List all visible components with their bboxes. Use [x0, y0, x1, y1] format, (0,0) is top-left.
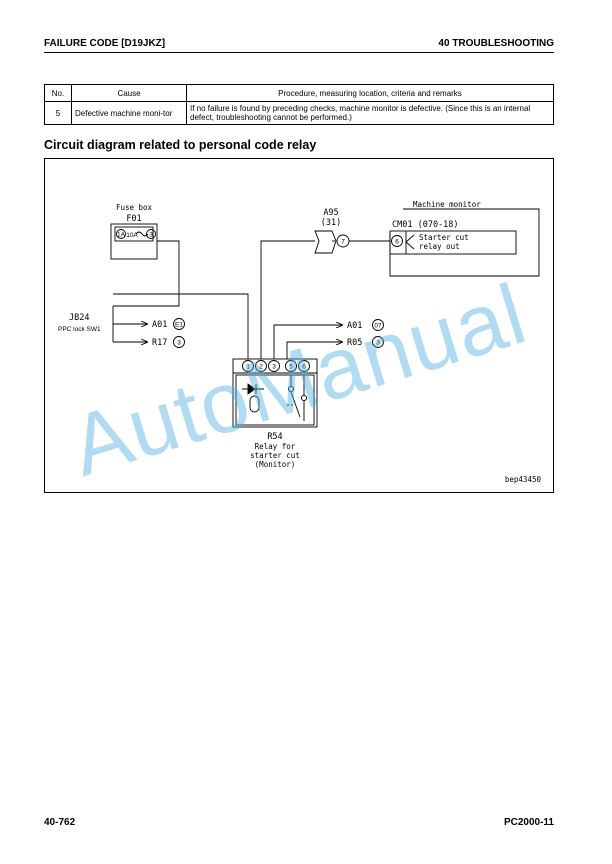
- jb24-id: JB24: [69, 313, 89, 323]
- fuse-symbol: [135, 231, 149, 237]
- machine-monitor-id: CM01 (070-18): [392, 220, 459, 230]
- wire-fuse-jb24: [113, 240, 180, 307]
- arrow-right-dest-2: R05: [347, 338, 362, 348]
- arrow-left-dest-1: A01: [152, 320, 167, 330]
- table-row: 5 Defective machine moni-tor If no failu…: [44, 101, 554, 125]
- arrow-left-pin-1: E1: [175, 322, 183, 329]
- relay-pin-1: 1: [246, 364, 250, 371]
- arrow-left-dest-2: R17: [152, 338, 167, 348]
- relay-desc-1: Relay for: [255, 442, 296, 451]
- relay-diode: [247, 383, 256, 395]
- relay-pin-2: 2: [259, 364, 263, 371]
- circuit-diagram: Fuse box F01 1A 10A 3 A95 (31) 7 Machine…: [44, 158, 554, 493]
- arrow-r05-3: [286, 342, 342, 359]
- relay-switch: [290, 391, 301, 418]
- header-left: FAILURE CODE [D19JKZ]: [44, 38, 166, 49]
- a95-pin: 7: [341, 239, 345, 246]
- machine-monitor-title: Machine monitor: [413, 200, 481, 209]
- relay-pin-5: 5: [289, 364, 293, 371]
- fuse-pin-out: 3: [149, 232, 153, 239]
- wire-jb24-relay: [113, 293, 249, 359]
- arrow-left-pin-2: 3: [177, 340, 181, 347]
- monitor-pin: 6: [395, 239, 399, 246]
- footer-page-number: 40-762: [44, 817, 76, 828]
- section-title: Circuit diagram related to personal code…: [44, 138, 317, 152]
- fuse-rating: 10A: [126, 232, 138, 239]
- connector-a95: [314, 230, 337, 254]
- header-rule: [44, 52, 554, 53]
- th-cause: Cause: [71, 84, 187, 102]
- fuse-box-title: Fuse box: [116, 203, 153, 212]
- figure-code: bep43450: [505, 475, 542, 484]
- relay-id: R54: [267, 432, 282, 442]
- footer-model: PC2000-11: [503, 817, 554, 828]
- cause-table: No. Cause Procedure, measuring location,…: [44, 84, 554, 125]
- wire-a95-relay: [260, 240, 315, 359]
- machine-monitor-connector: [389, 230, 517, 255]
- th-procedure: Procedure, measuring location, criteria …: [186, 84, 554, 102]
- a95-pins: (31): [321, 218, 341, 228]
- relay-coil: [249, 395, 260, 413]
- machine-monitor-frame: [389, 208, 540, 277]
- arrow-a01-07: [273, 325, 342, 359]
- relay-pin-6: 6: [302, 364, 306, 371]
- table-header-row: No. Cause Procedure, measuring location,…: [44, 84, 554, 102]
- a95-id: A95: [323, 208, 338, 218]
- arrow-right-pin-2: 3: [376, 340, 380, 347]
- circuit-svg: Fuse box F01 1A 10A 3 A95 (31) 7 Machine…: [58, 200, 542, 484]
- cell-no: 5: [44, 101, 72, 125]
- fuse-box-inner: [114, 226, 154, 242]
- monitor-signal-2: relay out: [419, 242, 460, 251]
- fuse-pin-in: 1A: [117, 232, 126, 239]
- arrow-right-pin-1: 07: [374, 323, 382, 330]
- relay-desc-2: starter cut: [250, 451, 300, 460]
- arrow-right-dest-1: A01: [347, 321, 362, 331]
- fuse-box-id: F01: [126, 214, 141, 224]
- relay-pin-3: 3: [272, 364, 276, 371]
- monitor-signal-1: Starter cut: [419, 233, 469, 242]
- relay-desc-3: (Monitor): [255, 460, 296, 469]
- th-no: No.: [44, 84, 72, 102]
- jb24-label: PPC lock SW1: [58, 326, 101, 333]
- relay-r54-body: [232, 358, 318, 428]
- cell-cause: Defective machine moni-tor: [71, 101, 187, 125]
- header-right: 40 TROUBLESHOOTING: [438, 38, 554, 49]
- fuse-box-outline: [110, 223, 158, 260]
- cell-procedure: If no failure is found by preceding chec…: [186, 101, 554, 125]
